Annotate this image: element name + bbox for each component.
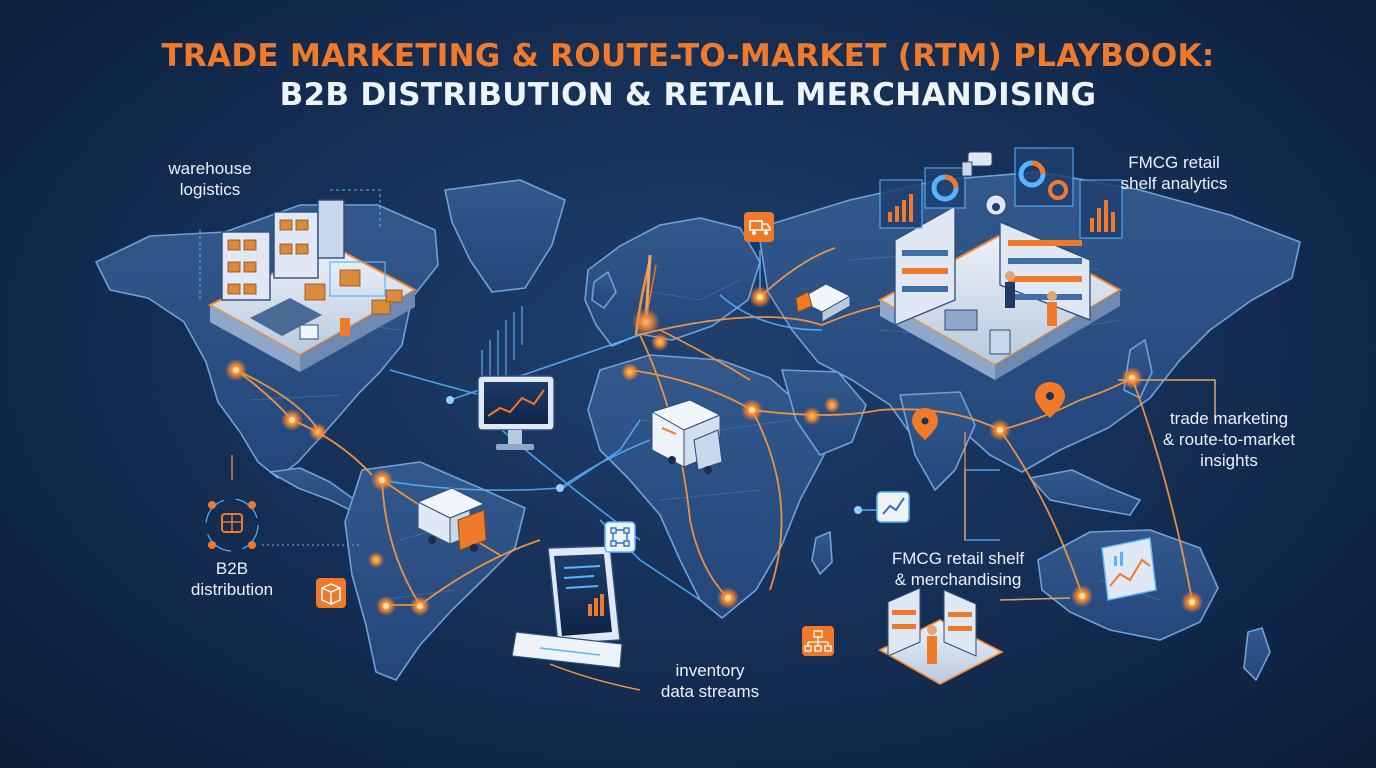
- callout-dotted-connectors: [262, 509, 878, 546]
- retail-store-platform: [877, 147, 1123, 380]
- distribution-network-icon: [802, 626, 834, 656]
- page-title-line1: TRADE MARKETING & ROUTE-TO-MARKET (RTM) …: [161, 38, 1215, 74]
- australia-chart-panel: [1101, 537, 1157, 601]
- arabia-landmass: [781, 369, 867, 456]
- holo-donut-charts: [931, 160, 1068, 202]
- shelf-products: [902, 240, 1082, 300]
- cardboard-boxes: [227, 219, 403, 315]
- truck-icon: [744, 212, 774, 242]
- analytics-monitor: [477, 375, 555, 450]
- truck-europe: [795, 283, 852, 323]
- page-title-line2: B2B DISTRIBUTION & RETAIL MERCHANDISING: [279, 77, 1097, 113]
- b2b-distribution-icon: [205, 498, 259, 552]
- europe-landmass: [584, 217, 761, 347]
- callout-connectors: [231, 379, 1216, 601]
- new-zealand-landmass: [1243, 627, 1271, 681]
- callout-trade-marketing-insights: trade marketing & route-to-market insigh…: [1162, 409, 1296, 470]
- security-camera-icon: [961, 151, 1007, 216]
- box-icon: [316, 578, 346, 608]
- callout-fmcg-shelf-analytics: FMCG retail shelf analytics: [1120, 153, 1228, 193]
- store-staff: [1005, 271, 1057, 326]
- madagascar-landmass: [811, 531, 833, 575]
- signal-beam: [632, 254, 660, 336]
- callout-inventory-data-streams: inventory data streams: [660, 661, 760, 701]
- network-icon: [604, 521, 636, 553]
- southeast-asia-islands: [1029, 469, 1141, 516]
- uk-landmass: [591, 271, 617, 309]
- location-pin-icon: [912, 382, 1065, 440]
- truck-south-america: [416, 487, 487, 552]
- truck-africa: [650, 399, 723, 474]
- holo-bar-charts: [888, 194, 1115, 232]
- merchandising-platform: [878, 587, 1004, 685]
- greenland-landmass: [444, 179, 566, 293]
- callout-fmcg-shelf-merchandising: FMCG retail shelf & merchandising: [891, 549, 1025, 589]
- india-landmass: [899, 391, 976, 491]
- callout-b2b-distribution: B2B distribution: [190, 559, 274, 599]
- chart-icon: [876, 491, 910, 523]
- warehouse-platform: [199, 189, 418, 372]
- inventory-laptop: [511, 545, 641, 691]
- callout-warehouse-logistics: warehouse logistics: [168, 159, 252, 199]
